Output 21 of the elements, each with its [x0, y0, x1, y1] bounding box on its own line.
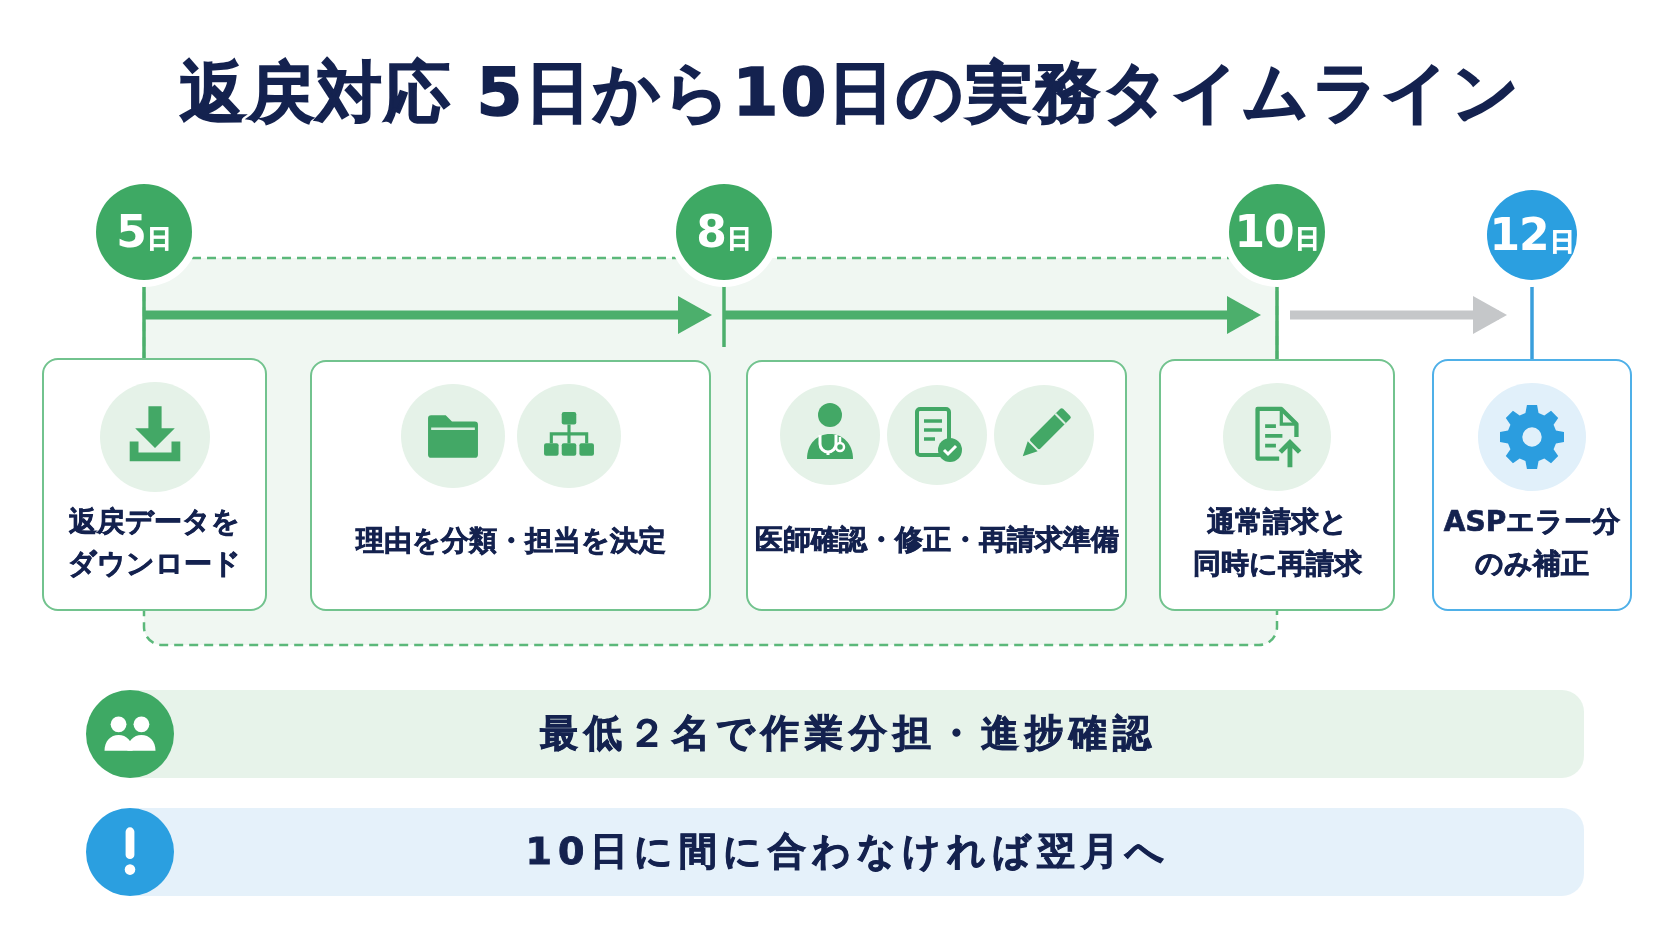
step-card	[42, 358, 267, 611]
arrow	[1290, 296, 1507, 334]
day-label: 10日	[1234, 210, 1320, 254]
step-card	[1159, 359, 1395, 611]
title: 返戻対応 5日から10日の実務タイムライン	[179, 53, 1523, 133]
note-text: 10日に間に合わなければ翌月へ	[525, 829, 1171, 875]
step-label: 医師確認・修正・再請求準備	[754, 521, 1119, 558]
step-label: 理由を分類・担当を決定	[355, 523, 666, 560]
arrow	[144, 296, 712, 334]
step-card	[310, 360, 711, 611]
note-text: 最低２名で作業分担・進捗確認	[539, 711, 1157, 757]
step-label: ASPエラー分のみ補正	[1443, 503, 1621, 582]
arrow	[724, 296, 1261, 334]
day-label: 5日	[116, 210, 172, 254]
step-label: 通常請求と同時に再請求	[1192, 503, 1362, 582]
note-banner	[86, 690, 1584, 778]
step-label: 返戻データをダウンロード	[68, 504, 241, 583]
step-card	[1432, 359, 1632, 611]
note-banner	[86, 808, 1584, 896]
step-card	[746, 360, 1127, 611]
day-label: 8日	[696, 210, 752, 254]
